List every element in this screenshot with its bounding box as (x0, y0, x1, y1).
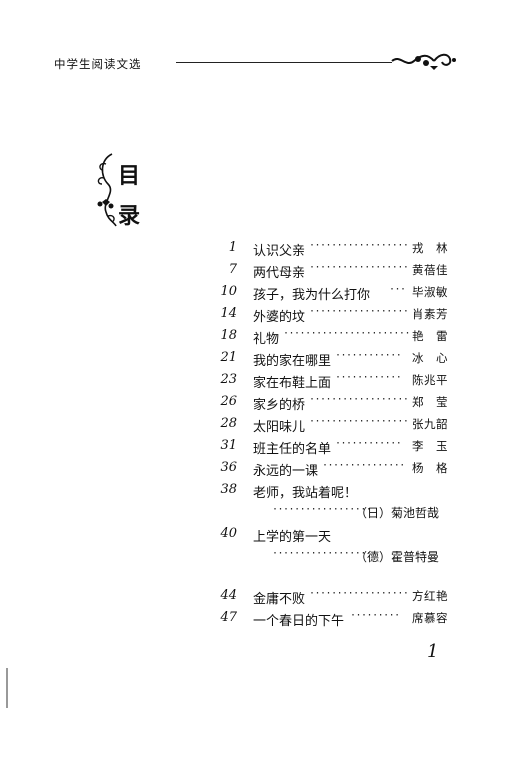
toc-page-number: 28 (220, 416, 237, 431)
toc-author: 方红艳 (412, 589, 448, 603)
floral-ornament-icon (391, 53, 456, 70)
toc-author: 冰 心 (412, 351, 448, 365)
toc-author: 肖素芳 (412, 307, 448, 321)
toc-author: （日）菊池哲哉 (355, 506, 440, 520)
toc-title: 家在布鞋上面 (253, 376, 332, 391)
toc-title: 一个春日的下午 (253, 614, 345, 629)
toc-entry[interactable]: 10 孩子，我为什么打你 ··· 毕淑敏 (0, 284, 505, 306)
toc-leader-dots: ·················· (309, 240, 409, 251)
toc-title: 班主任的名单 (253, 442, 332, 457)
toc-title: 认识父亲 (253, 244, 306, 259)
toc-title: 孩子，我为什么打你 (253, 288, 371, 303)
page-number: 1 (427, 641, 439, 662)
toc-leader-dots: ······················· (283, 328, 410, 339)
toc-page-number: 44 (220, 588, 237, 603)
toc-entry[interactable]: 14 外婆的坟 ·················· 肖素芳 (0, 306, 505, 328)
toc-author: 陈兆平 (412, 373, 448, 387)
toc-author: 杨 格 (412, 461, 448, 475)
toc-entry[interactable]: 31 班主任的名单 ············ 李 玉 (0, 438, 505, 460)
toc-entry[interactable]: 28 太阳味儿 ·················· 张九韶 (0, 416, 505, 438)
toc-entry-continuation: ·················· （日）菊池哲哉 (0, 504, 505, 526)
toc-entry[interactable]: 1 认识父亲 ·················· 戎 林 (0, 240, 505, 262)
toc-heading-char-1: 目 (118, 163, 141, 189)
toc-entry-continuation: ·················· （德）霍普特曼 (0, 548, 505, 570)
toc-leader-dots: ·················· (309, 306, 409, 317)
toc-title: 上学的第一天 (253, 530, 332, 545)
toc-entry[interactable]: 44 金庸不败 ·················· 方红艳 (0, 588, 505, 610)
toc-author: 毕淑敏 (412, 285, 448, 299)
toc-entry[interactable]: 26 家乡的桥 ·················· 郑 莹 (0, 394, 505, 416)
toc-page-number: 7 (228, 262, 237, 277)
toc-page-number: 38 (220, 482, 237, 497)
toc-entry[interactable]: 38 老师，我站着呢！ (0, 482, 505, 504)
toc-leader-dots: ··· (389, 284, 406, 295)
toc-title: 我的家在哪里 (253, 354, 332, 369)
toc-title: 太阳味儿 (253, 420, 306, 435)
toc-page-number: 18 (220, 328, 237, 343)
toc-entry[interactable]: 47 一个春日的下午 ········· 席慕容 (0, 610, 505, 632)
toc-title: 永远的一课 (253, 464, 319, 479)
toc-leader-dots: ·················· (309, 416, 409, 427)
toc-heading-char-2: 录 (118, 203, 141, 229)
toc-page-number: 26 (220, 394, 237, 409)
toc-author: （德）霍普特曼 (355, 550, 440, 564)
toc-leader-dots: ·················· (309, 394, 409, 405)
toc-leader-dots: ············ (335, 372, 402, 383)
toc-author: 戎 林 (412, 241, 448, 255)
toc-page-number: 40 (220, 526, 237, 541)
toc-page-number: 14 (220, 306, 237, 321)
toc-entry[interactable]: 36 永远的一课 ··············· 杨 格 (0, 460, 505, 482)
toc-leader-dots: ············ (335, 438, 402, 449)
toc-entry[interactable]: 18 礼物 ······················· 艳 雷 (0, 328, 505, 350)
toc-page-number: 10 (220, 284, 237, 299)
toc-page-number: 47 (220, 610, 237, 625)
toc-leader-dots: ·················· (309, 588, 409, 599)
toc-author: 席慕容 (412, 611, 448, 625)
toc-page-number: 36 (220, 460, 237, 475)
header-rule (176, 62, 392, 63)
toc-entry[interactable]: 21 我的家在哪里 ············ 冰 心 (0, 350, 505, 372)
toc-title: 礼物 (253, 332, 280, 347)
scan-edge-mark (6, 668, 8, 708)
toc-entry[interactable]: 23 家在布鞋上面 ············ 陈兆平 (0, 372, 505, 394)
toc-entry[interactable]: 7 两代母亲 ·················· 黄蓓佳 (0, 262, 505, 284)
toc-leader-dots: ·················· (272, 548, 372, 559)
toc-author: 郑 莹 (412, 395, 448, 409)
toc-page-number: 23 (220, 372, 237, 387)
toc-leader-dots: ··············· (322, 460, 405, 471)
vine-ornament-icon (97, 153, 117, 227)
toc-title: 老师，我站着呢！ (253, 486, 358, 501)
toc-author: 黄蓓佳 (412, 263, 448, 277)
toc-page-number: 1 (228, 240, 237, 255)
toc-entry[interactable]: 40 上学的第一天 (0, 526, 505, 548)
toc-author: 艳 雷 (412, 329, 448, 343)
toc-title: 家乡的桥 (253, 398, 306, 413)
toc-leader-dots: ·················· (309, 262, 409, 273)
toc-leader-dots: ·················· (272, 504, 372, 515)
toc-title: 金庸不败 (253, 592, 306, 607)
toc-leader-dots: ········· (350, 610, 400, 621)
toc-leader-dots: ············ (335, 350, 402, 361)
toc-author: 李 玉 (412, 439, 448, 453)
toc-title: 两代母亲 (253, 266, 306, 281)
toc-page-number: 21 (220, 350, 237, 365)
toc-page-number: 31 (220, 438, 237, 453)
toc-author: 张九韶 (412, 417, 448, 431)
running-title: 中学生阅读文选 (54, 57, 142, 71)
toc-title: 外婆的坟 (253, 310, 306, 325)
